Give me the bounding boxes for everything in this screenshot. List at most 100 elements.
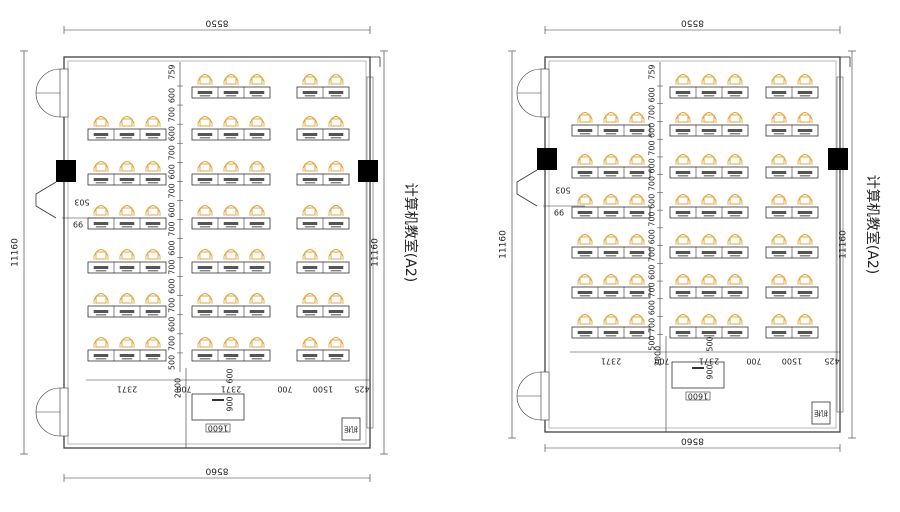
chair-back	[603, 193, 619, 202]
chair-seat	[330, 118, 342, 127]
room-label: 计算机教室(A2)	[864, 175, 881, 274]
monitor	[675, 251, 691, 254]
chair-seat	[579, 196, 591, 205]
keyboard	[579, 335, 591, 337]
desk-group-left	[571, 273, 651, 299]
keyboard	[605, 295, 617, 297]
chair-back	[249, 160, 265, 169]
keyboard	[677, 175, 689, 177]
keyboard	[605, 335, 617, 337]
keyboard	[147, 270, 159, 272]
keyboard	[121, 270, 133, 272]
keyboard	[773, 255, 785, 257]
door-dimension: 99	[73, 220, 83, 229]
row-spacing-dimension: 600	[168, 164, 177, 179]
chair-back	[797, 193, 813, 202]
chair-seat	[95, 251, 107, 260]
cabinet-label: 机柜	[344, 425, 358, 434]
chair-seat	[95, 339, 107, 348]
chair-seat	[729, 156, 741, 165]
keyboard	[773, 335, 785, 337]
chair	[223, 160, 239, 172]
chair-back	[577, 111, 593, 120]
keyboard	[677, 255, 689, 257]
desk-group-left	[87, 204, 167, 230]
chair	[145, 248, 161, 260]
desk-group-right	[765, 73, 819, 99]
chair	[249, 204, 265, 216]
chair-seat	[330, 76, 342, 85]
room-inner-wall	[548, 60, 837, 429]
chair-back	[577, 233, 593, 242]
chair-back	[197, 73, 213, 82]
podium-dimension: 900	[706, 364, 715, 379]
chair-back	[603, 273, 619, 282]
monitor	[93, 354, 109, 357]
chair-back	[119, 204, 135, 213]
overall-width-top: 8550	[681, 18, 704, 28]
chair	[771, 273, 787, 285]
column-left	[56, 160, 76, 182]
chair	[302, 248, 318, 260]
desk-group-left	[87, 248, 167, 274]
chair-seat	[121, 339, 133, 348]
podium-width-dimension: 1600	[208, 424, 228, 433]
monitor	[701, 331, 717, 334]
chair	[603, 233, 619, 245]
chair-seat	[605, 156, 617, 165]
keyboard	[631, 175, 643, 177]
chair-back	[629, 153, 645, 162]
room-inner-wall	[67, 60, 367, 445]
chair-back	[302, 115, 318, 124]
chair	[302, 204, 318, 216]
monitor	[249, 266, 265, 269]
keyboard	[199, 314, 211, 316]
chair-back	[93, 160, 109, 169]
chair-seat	[147, 295, 159, 304]
row-spacing-dimension: 600	[168, 240, 177, 255]
chair	[302, 160, 318, 172]
chair-seat	[773, 156, 785, 165]
chair-back	[302, 336, 318, 345]
monitor	[145, 310, 161, 313]
keyboard	[304, 314, 316, 316]
chair	[328, 115, 344, 127]
monitor	[675, 129, 691, 132]
chair-seat	[330, 251, 342, 260]
keyboard	[199, 137, 211, 139]
monitor	[119, 310, 135, 313]
chair	[249, 160, 265, 172]
chair	[727, 273, 743, 285]
chair-back	[145, 115, 161, 124]
chair-back	[249, 115, 265, 124]
monitor	[797, 91, 813, 94]
left-column-width: 2371	[601, 357, 621, 366]
keyboard	[330, 270, 342, 272]
row-spacing-dimension: 700	[648, 176, 657, 191]
chair-back	[197, 292, 213, 301]
keyboard	[729, 335, 741, 337]
monitor	[302, 133, 318, 136]
desk-group-left	[87, 115, 167, 141]
keyboard	[799, 95, 811, 97]
keyboard	[225, 95, 237, 97]
chair-back	[771, 153, 787, 162]
monitor	[119, 354, 135, 357]
monitor	[701, 129, 717, 132]
chair	[249, 115, 265, 127]
monitor	[797, 171, 813, 174]
chair	[797, 153, 813, 165]
desk-group-middle	[669, 73, 749, 99]
floor-plan-left: 7596007006007006007006007006007006007006…	[11, 18, 419, 482]
monitor	[197, 178, 213, 181]
chair	[249, 336, 265, 348]
monitor	[629, 171, 645, 174]
chair-back	[119, 248, 135, 257]
front-row-dimension: 759	[648, 64, 657, 79]
chair-back	[577, 313, 593, 322]
keyboard	[729, 95, 741, 97]
chair-seat	[631, 236, 643, 245]
chair-back	[145, 204, 161, 213]
monitor	[771, 211, 787, 214]
chair-back	[701, 193, 717, 202]
